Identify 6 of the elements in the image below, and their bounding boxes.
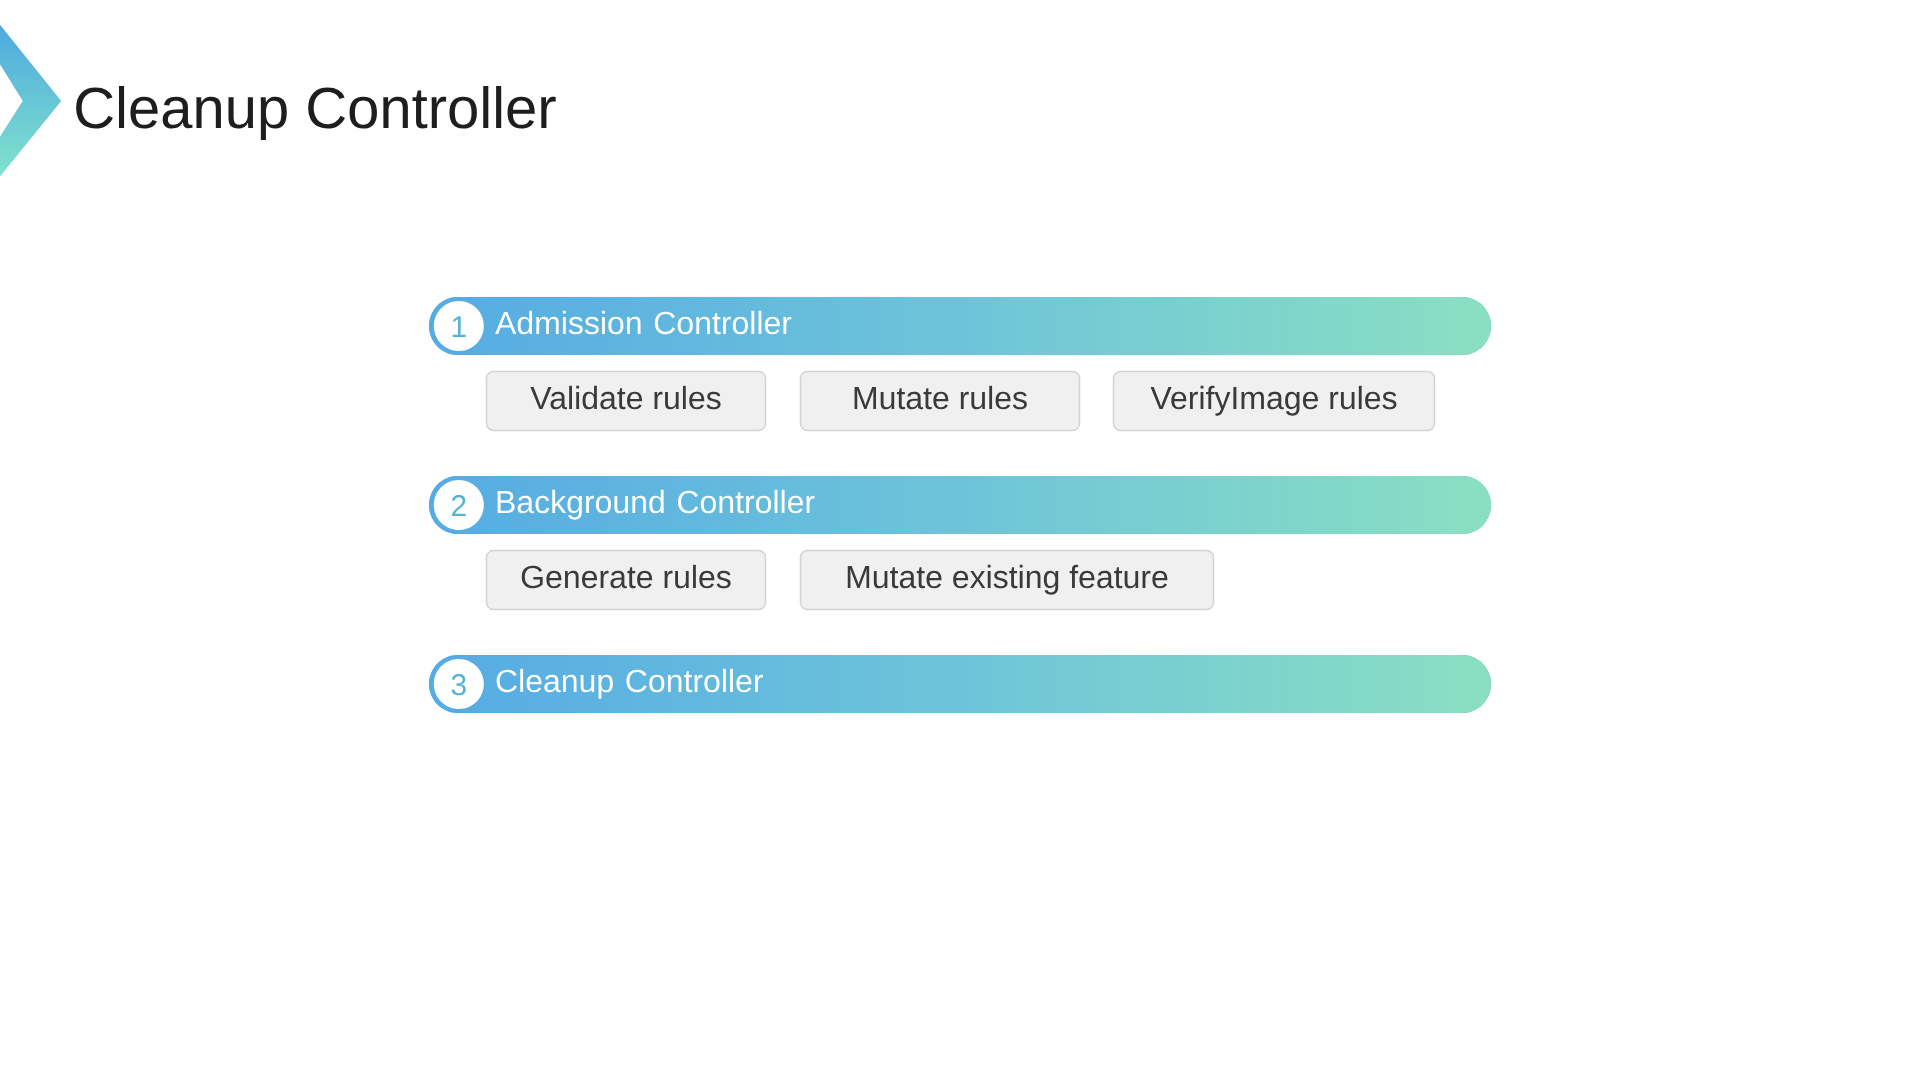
label-box: Generate rules xyxy=(485,549,767,611)
label-box: VerifyImage rules xyxy=(1112,370,1436,432)
label-box: Mutate rules xyxy=(799,370,1081,432)
label-box: Mutate existing feature xyxy=(799,549,1215,611)
label-box: Validate rules xyxy=(485,370,767,432)
title: Cleanup Controller xyxy=(76,85,556,141)
